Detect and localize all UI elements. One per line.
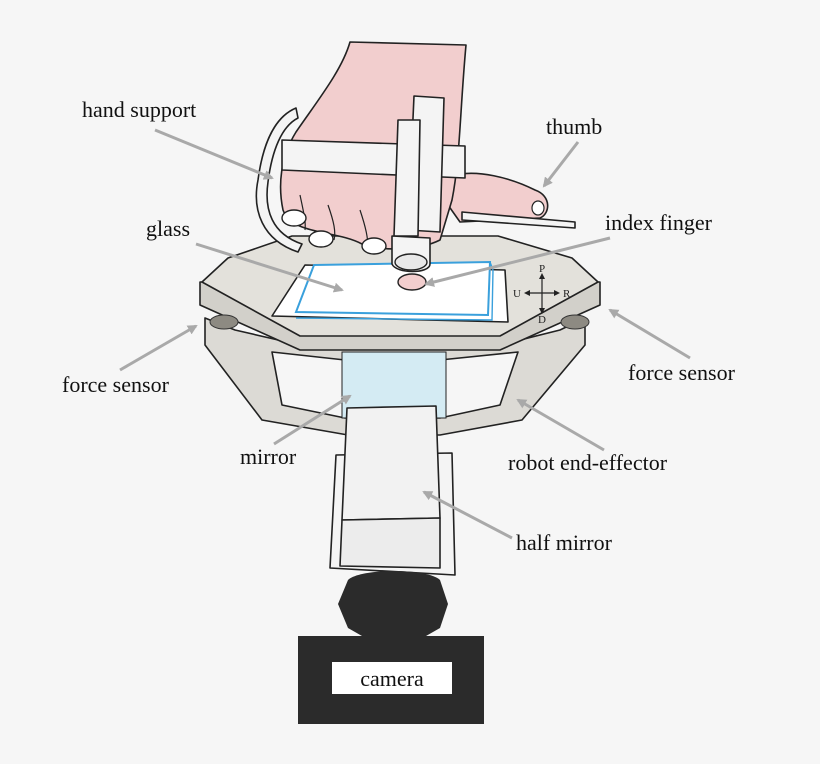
label-index-finger: index finger bbox=[605, 210, 713, 235]
direction-d: D bbox=[538, 314, 546, 326]
force-sensor-right-body bbox=[560, 314, 590, 330]
label-glass: glass bbox=[146, 216, 190, 241]
label-force-sensor-right: force sensor bbox=[628, 360, 736, 385]
arrow-glass bbox=[195, 242, 344, 293]
force-sensor-left-body bbox=[209, 314, 239, 330]
direction-p: P bbox=[539, 263, 545, 275]
arrow-half-mirror bbox=[422, 490, 513, 540]
leader-arrows bbox=[119, 128, 691, 540]
arrow-index-finger bbox=[424, 236, 611, 287]
camera bbox=[298, 571, 484, 724]
arrow-force-sensor-left bbox=[119, 324, 198, 372]
label-thumb: thumb bbox=[546, 114, 602, 139]
direction-compass: P U R D bbox=[513, 263, 571, 326]
half-mirror bbox=[329, 405, 456, 576]
direction-r: R bbox=[563, 288, 571, 300]
arrow-robot-end-effector bbox=[516, 398, 605, 452]
label-half-mirror: half mirror bbox=[516, 530, 613, 555]
hand-support bbox=[255, 95, 576, 273]
arrow-force-sensor-right bbox=[608, 308, 691, 360]
label-camera: camera bbox=[360, 666, 424, 691]
label-force-sensor-left: force sensor bbox=[62, 372, 170, 397]
label-robot-end-effector: robot end-effector bbox=[508, 450, 668, 475]
arrow-thumb bbox=[542, 141, 580, 188]
arrow-hand-support bbox=[154, 128, 274, 180]
arrow-mirror bbox=[273, 394, 352, 446]
direction-u: U bbox=[513, 288, 521, 300]
label-mirror: mirror bbox=[240, 444, 297, 469]
label-hand-support: hand support bbox=[82, 97, 196, 122]
